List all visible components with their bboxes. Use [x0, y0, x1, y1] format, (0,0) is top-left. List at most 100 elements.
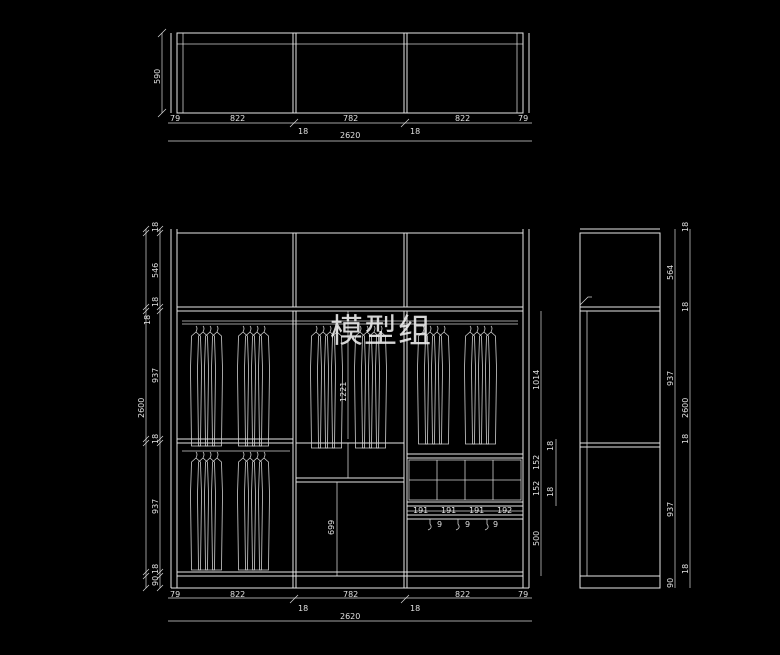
front-overall-height: 2600 — [137, 398, 146, 418]
watermark-text: 模型组 — [330, 311, 432, 350]
side-dim-4: 18 — [681, 434, 690, 444]
side-outline — [579, 232, 661, 589]
side-dim-3: 937 — [666, 371, 675, 386]
garment-outline — [417, 325, 429, 445]
side-dim-2: 18 — [681, 302, 690, 312]
side-dim-7: 18 — [681, 564, 690, 574]
front-left-dim-5: 18 — [151, 434, 160, 444]
plan-width-0: 79 — [170, 114, 180, 123]
dimension-tick — [142, 229, 150, 237]
plan-partition-1: 18 — [410, 127, 420, 136]
dimension-tick — [142, 572, 150, 580]
garment-outline — [431, 325, 443, 445]
garment-outline — [190, 451, 202, 571]
front-right-dim-1: 152 — [532, 455, 541, 470]
front-right-dim-4: 18 — [546, 487, 555, 497]
dimension-tick — [142, 307, 150, 315]
front-bottom-width-0: 79 — [170, 590, 180, 599]
drawer-gap-2: 9 — [493, 520, 498, 529]
dimension-tick — [142, 568, 150, 576]
garment-outline — [190, 325, 202, 447]
front-bottom-partition-0: 18 — [298, 604, 308, 613]
side-overall-height: 2600 — [681, 398, 690, 418]
plan-partition-0: 18 — [298, 127, 308, 136]
garment-outline — [464, 325, 476, 445]
garment-outline — [354, 325, 366, 449]
front-bottom-width-3: 822 — [455, 590, 470, 599]
front-right-dim-3: 152 — [532, 481, 541, 496]
garment-outline — [310, 325, 322, 449]
front-door-dim: 699 — [327, 520, 336, 535]
front-bottom-width-4: 79 — [518, 590, 528, 599]
drawer-gap-1: 9 — [465, 520, 470, 529]
dimension-tick — [156, 307, 164, 315]
side-dim-0: 18 — [681, 222, 690, 232]
front-left-dim-7: 18 — [151, 564, 160, 574]
dimension-tick — [142, 584, 150, 592]
drawer-dim-0: 191 — [413, 506, 428, 515]
dimension-tick — [156, 229, 164, 237]
garment-outline — [331, 325, 343, 449]
front-right-dim-2: 18 — [546, 441, 555, 451]
drawer-dim-3: 192 — [497, 506, 512, 515]
front-left-dim-2: 18 — [151, 297, 160, 307]
drawer-dim-1: 191 — [441, 506, 456, 515]
front-left-dim-6: 937 — [151, 499, 160, 514]
dimension-tick — [142, 225, 150, 233]
garment-outline — [485, 325, 497, 445]
garment-outline — [197, 325, 209, 447]
side-dim-5: 937 — [666, 502, 675, 517]
side-dim-1: 564 — [666, 265, 675, 280]
garment-outline — [211, 325, 223, 447]
garment-outline — [368, 325, 380, 449]
front-center-dim: 1221 — [339, 382, 348, 402]
front-elevation: 18 546 18 18 937 18 937 18 90 2600 1221 … — [137, 222, 557, 622]
front-bottom-total: 2620 — [340, 612, 360, 621]
garment-outline — [197, 451, 209, 571]
front-left-dim-0: 18 — [151, 222, 160, 232]
garment-outline — [237, 451, 249, 571]
garment-outline — [204, 451, 216, 571]
front-left-dim-8: 90 — [151, 576, 160, 586]
dimension-tick — [156, 572, 164, 580]
plan-total: 2620 — [340, 131, 360, 140]
dimension-tick — [156, 435, 164, 443]
dimension-tick — [142, 303, 150, 311]
front-bottom-width-1: 822 — [230, 590, 245, 599]
dimension-tick — [156, 568, 164, 576]
garment-outline — [324, 325, 336, 449]
front-left-dim-4: 937 — [151, 368, 160, 383]
garment-outline — [204, 325, 216, 447]
front-left-dim-3: 18 — [143, 315, 152, 325]
plan-width-3: 822 — [455, 114, 470, 123]
garment-outline — [361, 325, 373, 449]
hanging-clothes — [190, 325, 497, 571]
drawer-gap-0: 9 — [437, 520, 442, 529]
side-dim-6: 90 — [666, 578, 675, 588]
dimension-tick — [156, 303, 164, 311]
garment-outline — [478, 325, 490, 445]
garment-outline — [317, 325, 329, 449]
front-right-dim-0: 1014 — [532, 370, 541, 390]
front-bottom-width-2: 782 — [343, 590, 358, 599]
garment-outline — [251, 325, 263, 447]
plan-width-1: 822 — [230, 114, 245, 123]
garment-outline — [211, 451, 223, 571]
plan-width-4: 79 — [518, 114, 528, 123]
front-left-dim-1: 546 — [151, 263, 160, 278]
front-right-dim-5: 500 — [532, 531, 541, 546]
dimension-tick — [142, 435, 150, 443]
drawer-dim-2: 191 — [469, 506, 484, 515]
garment-outline — [258, 325, 270, 447]
garment-outline — [237, 325, 249, 447]
side-elevation: 18 564 18 937 18 937 90 18 2600 — [579, 222, 691, 589]
garment-outline — [471, 325, 483, 445]
dimension-tick — [156, 584, 164, 592]
plan-view: 590 79 822 782 822 79 18 18 2620 — [153, 28, 532, 142]
garment-outline — [251, 451, 263, 571]
plan-height-label: 590 — [153, 69, 162, 84]
plan-outline — [176, 32, 524, 114]
plan-width-2: 782 — [343, 114, 358, 123]
garment-outline — [244, 325, 256, 447]
dimension-tick — [156, 225, 164, 233]
